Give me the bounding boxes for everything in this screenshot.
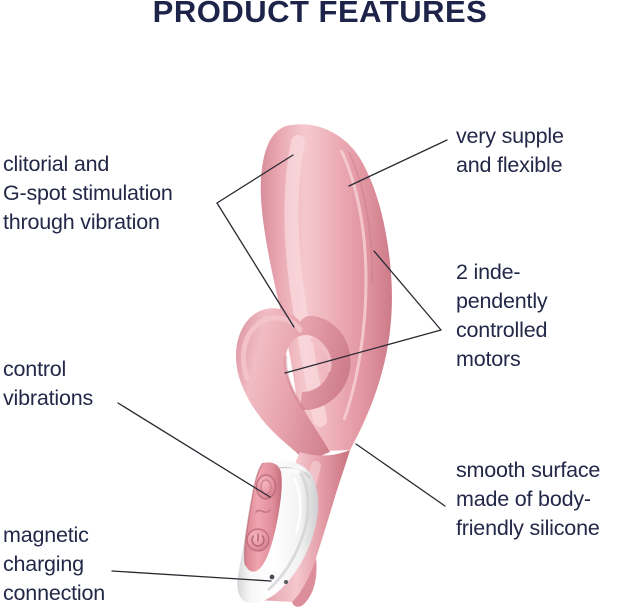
callout-clitorial-gspot-stimulation: clitorial and G-spot stimulation through…: [3, 152, 173, 234]
callout-independent-motors: 2 inde- pendently controlled motors: [456, 260, 548, 371]
callout-very-supple-flexible: very supple and flexible: [456, 124, 564, 177]
magnetic-charging-contact-left: [269, 574, 275, 580]
callout-magnetic-charging: magnetic charging connection: [3, 523, 105, 605]
callout-control-vibrations: control vibrations: [3, 357, 94, 410]
body-tail: [292, 558, 317, 607]
power-icon-arc: [251, 535, 265, 547]
clitoral-arm: [236, 308, 351, 462]
intensity-rocker-button[interactable]: [255, 474, 277, 500]
page-title: PRODUCT FEATURES: [152, 0, 488, 29]
program-wave-marking: [255, 509, 271, 513]
handle-contour-highlight: [292, 477, 302, 535]
magnetic-charging-contact-right: [284, 580, 288, 584]
handle-gloss: [283, 466, 309, 474]
handle-contour: [267, 471, 310, 592]
callout-smooth-surface-silicone: smooth surface made of body- friendly si…: [456, 458, 601, 540]
